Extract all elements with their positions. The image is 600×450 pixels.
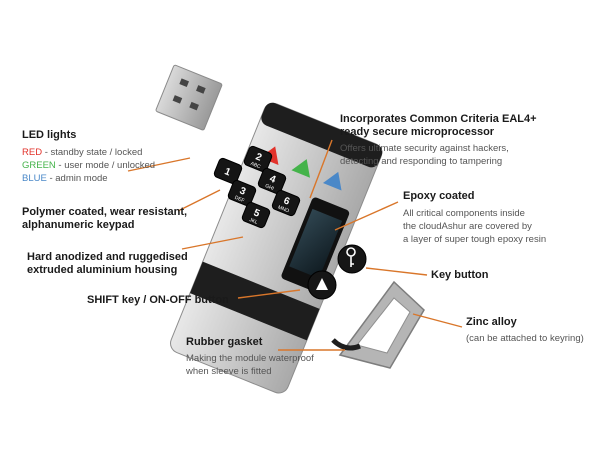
keypad-title-line2: alphanumeric keypad	[22, 219, 135, 231]
keypad-key-cap	[271, 189, 301, 217]
key-icon	[346, 247, 356, 267]
keypad-key-cap	[257, 167, 287, 195]
led-blue-line: BLUE - admin mode	[22, 172, 108, 185]
keypad-key-letters: GHI	[264, 183, 274, 192]
keypad-key-1[interactable]: 1	[213, 157, 243, 185]
epoxy-title: Epoxy coated	[403, 190, 475, 202]
keypad-key-cap	[227, 179, 257, 207]
keypad-key-letters: MNO	[277, 205, 290, 215]
epoxy-desc-line1: All critical components inside	[403, 208, 525, 219]
keypad-key-letters: DEF	[234, 195, 246, 204]
key-button-title: Key button	[431, 269, 489, 281]
gasket-desc-line2: when sleeve is fitted	[186, 366, 272, 377]
led-green-word: GREEN	[22, 160, 56, 171]
led-blue-desc: - admin mode	[46, 173, 108, 184]
gasket-title: Rubber gasket	[186, 336, 263, 348]
keypad-key-cap	[213, 157, 243, 185]
rubber-gasket	[331, 338, 361, 351]
zinc-alloy-keyring-loop	[338, 280, 425, 369]
processor-title-line2: ready secure microprocessor	[340, 126, 495, 138]
keypad-key-letters: JKL	[248, 217, 258, 226]
led-blue-indicator	[322, 171, 342, 191]
epoxy-desc-line3: a layer of super tough epoxy resin	[403, 234, 547, 245]
keypad-key-number: 1	[223, 166, 233, 178]
processor-desc-line2: detecting and responding to tampering	[340, 156, 503, 167]
led-green-line: GREEN - user mode / unlocked	[22, 159, 155, 172]
processor-title-line1: Incorporates Common Criteria EAL4+	[340, 113, 537, 125]
aluminium-housing	[170, 102, 383, 394]
led-blue-word: BLUE	[22, 173, 47, 184]
shift-arrow-icon	[316, 278, 328, 290]
zinc-title: Zinc alloy	[466, 316, 517, 328]
keypad-key-letters: ABC	[249, 161, 261, 171]
keypad-key-cap	[241, 201, 271, 229]
keypad-key-number: 4	[268, 173, 278, 185]
usb-connector	[155, 64, 223, 131]
epoxy-desc-line2: the cloudAshur are covered by	[403, 221, 532, 232]
leader-lines	[127, 139, 463, 351]
led-red-desc: - standby state / locked	[42, 147, 143, 158]
keypad-title-line1: Polymer coated, wear resistant,	[22, 206, 188, 218]
shift-title: SHIFT key / ON-OFF button	[87, 294, 229, 306]
zinc-desc: (can be attached to keyring)	[466, 333, 584, 344]
key-button[interactable]	[337, 244, 367, 274]
keypad-key-number: 6	[282, 195, 292, 207]
led-lights-title: LED lights	[22, 129, 77, 141]
gasket-desc-line1: Making the module waterproof	[186, 353, 314, 364]
led-red-line: RED - standby state / locked	[22, 146, 142, 159]
housing-title-line2: extruded aluminium housing	[27, 264, 178, 276]
housing-title-line1: Hard anodized and ruggedised	[27, 251, 188, 263]
keypad-key-number: 2	[254, 151, 264, 163]
processor-desc-line1: Offers ultimate security against hackers…	[340, 143, 509, 154]
led-green-indicator	[291, 159, 310, 178]
led-green-desc: - user mode / unlocked	[55, 160, 156, 171]
keypad-key-cap	[243, 145, 273, 173]
keypad-key-number: 5	[252, 207, 262, 219]
led-red-word: RED	[22, 147, 43, 158]
keypad-key-number: 3	[238, 185, 248, 197]
